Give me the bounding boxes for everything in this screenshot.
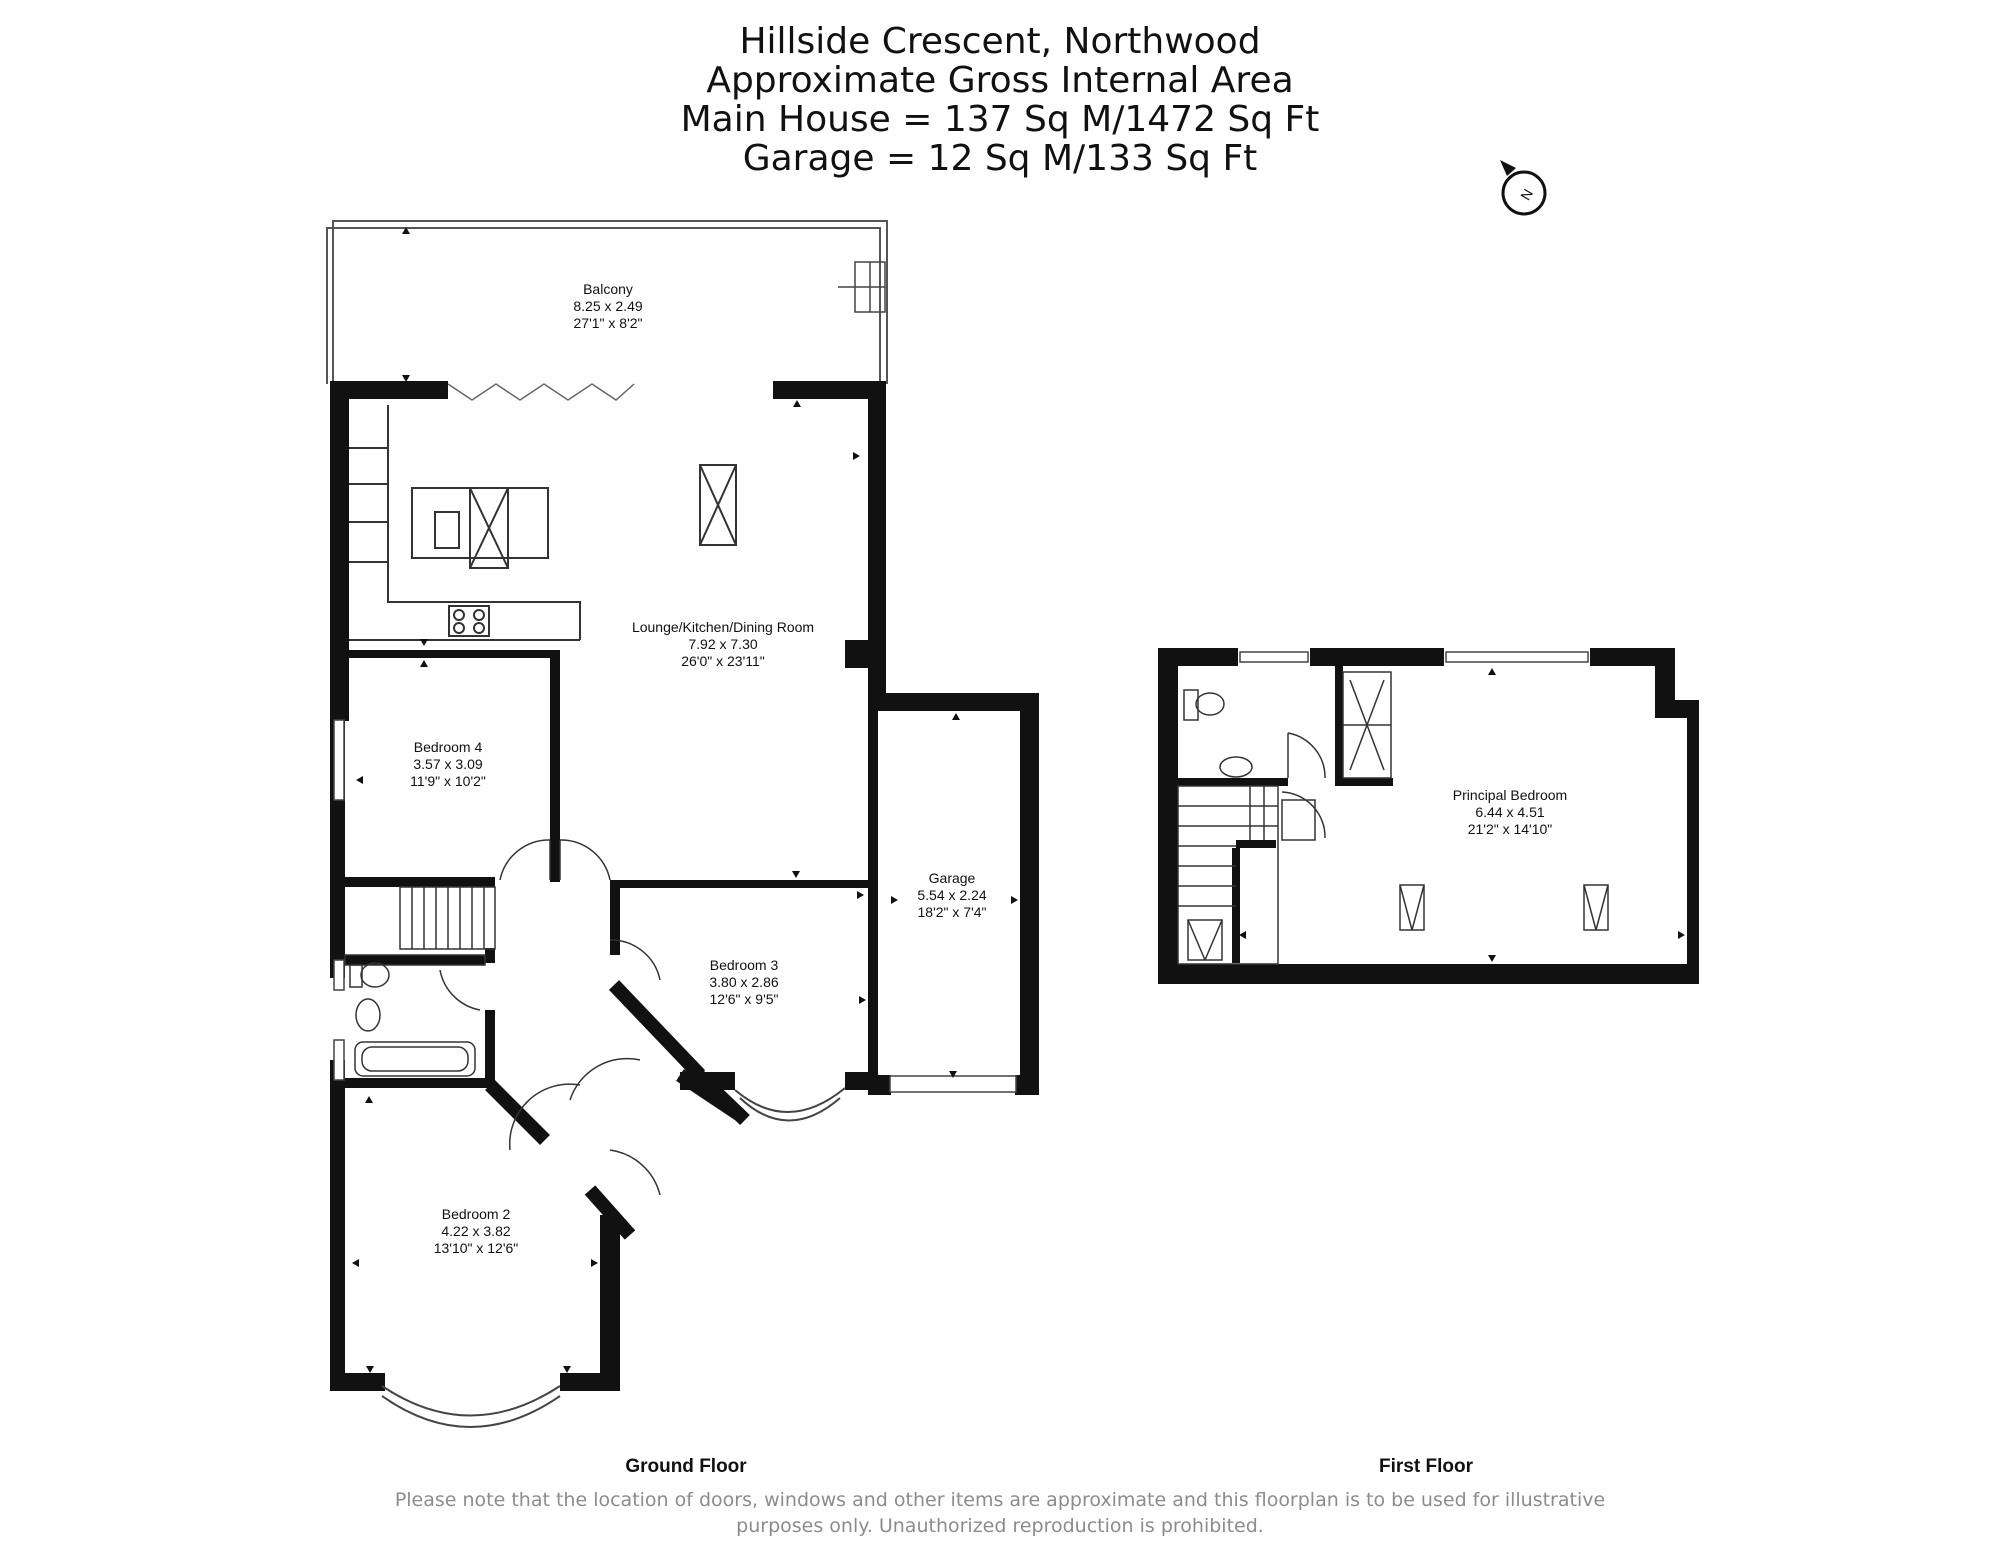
garage-name: Garage — [929, 870, 976, 886]
bedroom2-imperial: 13'10" x 12'6" — [434, 1240, 519, 1256]
bedroom3-imperial: 12'6" x 9'5" — [710, 991, 779, 1007]
garage-imperial: 18'2" x 7'4" — [918, 904, 987, 920]
principal-imperial: 21'2" x 14'10" — [1468, 821, 1553, 837]
bathroom-fittings — [344, 954, 486, 1077]
first-measurement-markers — [1239, 668, 1685, 962]
balcony-steps — [838, 261, 886, 313]
kitchen-units — [349, 405, 737, 641]
garage-metric: 5.54 x 2.24 — [917, 887, 986, 903]
ground-floor-plan: Balcony 8.25 x 2.49 27'1" x 8'2" Lounge/… — [326, 220, 1039, 1477]
ground-floor-label: Ground Floor — [625, 1456, 747, 1477]
garage-area: Garage = 12 Sq M/133 Sq Ft — [742, 138, 1258, 179]
north-compass-icon: N — [1500, 160, 1547, 216]
balcony-metric: 8.25 x 2.49 — [573, 298, 642, 314]
ground-door-swings — [439, 839, 661, 1196]
lounge-name: Lounge/Kitchen/Dining Room — [632, 619, 814, 635]
svg-text:N: N — [1517, 186, 1536, 203]
bifold-doors — [447, 383, 635, 401]
balcony-name: Balcony — [583, 281, 633, 297]
angled-walls — [485, 980, 750, 1240]
bedroom3-metric: 3.80 x 2.86 — [709, 974, 778, 990]
first-floor-label: First Floor — [1379, 1456, 1474, 1477]
principal-metric: 6.44 x 4.51 — [1475, 804, 1544, 820]
plan-header: Hillside Crescent, Northwood Approximate… — [0, 22, 2000, 178]
property-title: Hillside Crescent, Northwood — [739, 21, 1261, 62]
principal-name: Principal Bedroom — [1453, 787, 1567, 803]
bedroom4-name: Bedroom 4 — [414, 739, 483, 755]
bedroom4-metric: 3.57 x 3.09 — [413, 756, 482, 772]
bedroom2-metric: 4.22 x 3.82 — [441, 1223, 510, 1239]
balcony-imperial: 27'1" x 8'2" — [574, 315, 643, 331]
main-house-area: Main House = 137 Sq M/1472 Sq Ft — [680, 99, 1320, 140]
disclaimer-line-1: Please note that the location of doors, … — [394, 1489, 1606, 1511]
bedroom3-name: Bedroom 3 — [710, 957, 779, 973]
lounge-metric: 7.92 x 7.30 — [688, 636, 757, 652]
bedroom2-name: Bedroom 2 — [442, 1206, 511, 1222]
first-floor-plan: Principal Bedroom 6.44 x 4.51 21'2" x 14… — [1158, 648, 1699, 1477]
measurement-markers — [352, 227, 1018, 1373]
disclaimer-note: Please note that the location of doors, … — [380, 1487, 1620, 1539]
first-fittings — [1177, 671, 1609, 965]
lounge-imperial: 26'0" x 23'11" — [681, 653, 765, 669]
bay-windows — [381, 1087, 846, 1428]
area-heading: Approximate Gross Internal Area — [706, 60, 1294, 101]
bedroom4-imperial: 11'9" x 10'2" — [410, 773, 486, 789]
ground-stairs — [399, 886, 496, 950]
first-windows — [1239, 651, 1589, 663]
first-walls — [1158, 648, 1699, 984]
ground-windows — [333, 719, 1017, 1093]
disclaimer-line-2: purposes only. Unauthorized reproduction… — [736, 1515, 1264, 1537]
balcony-outline — [326, 220, 888, 384]
